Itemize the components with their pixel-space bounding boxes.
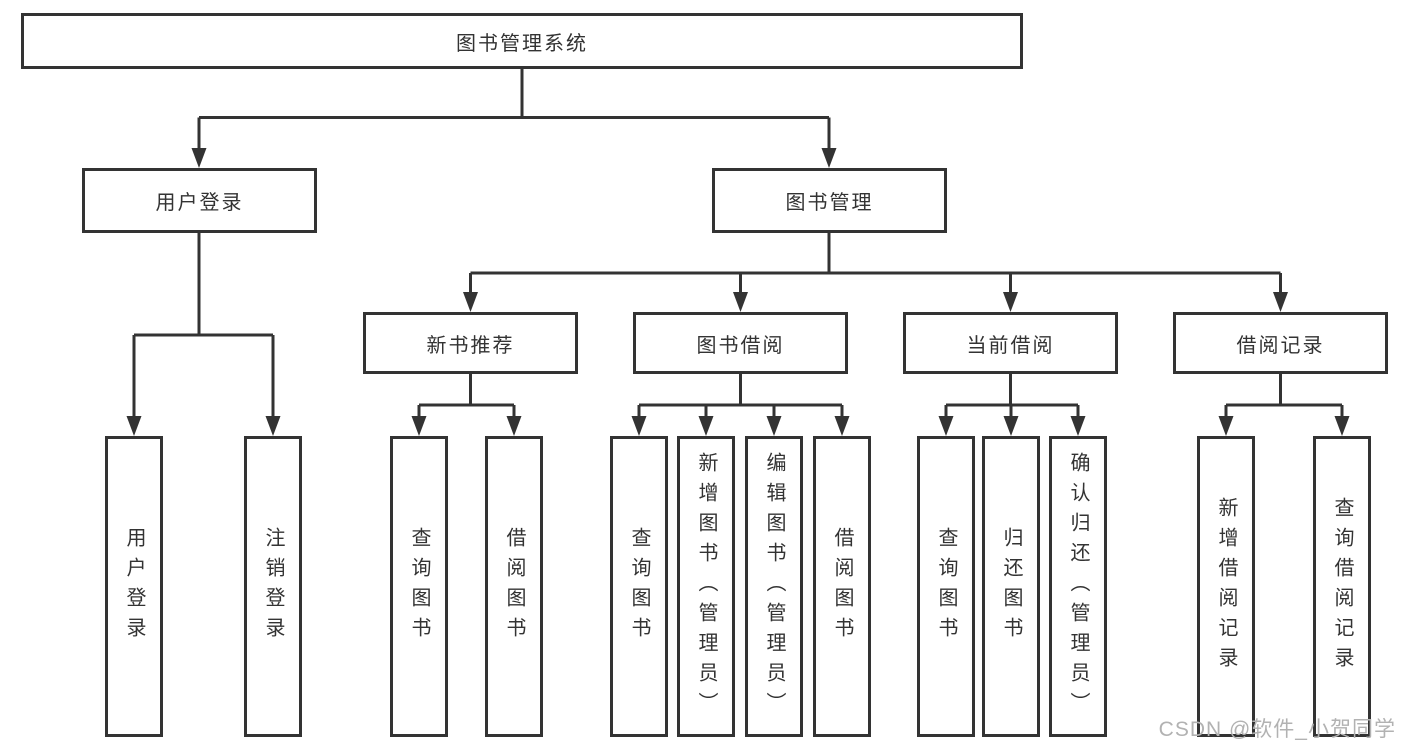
leaf-edit-books-admin-label: 编辑图书（管理员）	[763, 451, 785, 722]
leaf-recommend-query-books-label: 查询图书	[408, 526, 430, 647]
node-book-management: 图书管理	[712, 168, 947, 233]
node-current-borrowing: 当前借阅	[903, 312, 1118, 374]
leaf-confirm-return-admin-label: 确认归还（管理员）	[1067, 451, 1089, 722]
leaf-borrowing-query-books: 查询图书	[610, 436, 668, 737]
leaf-borrowing-borrow-books-label: 借阅图书	[831, 526, 853, 647]
node-library-system-label: 图书管理系统	[456, 32, 588, 55]
leaf-current-query-books-label: 查询图书	[935, 526, 957, 647]
leaf-add-books-admin-label: 新增图书（管理员）	[695, 451, 717, 722]
leaf-recommend-borrow-books-label: 借阅图书	[503, 526, 525, 647]
leaf-user-login-label: 用户登录	[123, 526, 145, 647]
leaf-add-books-admin: 新增图书（管理员）	[677, 436, 735, 737]
leaf-query-borrow-record: 查询借阅记录	[1313, 436, 1371, 737]
node-library-system: 图书管理系统	[21, 13, 1023, 69]
leaf-return-books-label: 归还图书	[1000, 526, 1022, 647]
leaf-logout: 注销登录	[244, 436, 302, 737]
leaf-return-books: 归还图书	[982, 436, 1040, 737]
leaf-edit-books-admin: 编辑图书（管理员）	[745, 436, 803, 737]
node-book-borrowing: 图书借阅	[633, 312, 848, 374]
leaf-recommend-borrow-books: 借阅图书	[485, 436, 543, 737]
leaf-add-borrow-record: 新增借阅记录	[1197, 436, 1255, 737]
node-user-login: 用户登录	[82, 168, 317, 233]
leaf-borrowing-borrow-books: 借阅图书	[813, 436, 871, 737]
node-book-borrowing-label: 图书借阅	[696, 334, 785, 357]
node-borrowing-records: 借阅记录	[1173, 312, 1388, 374]
node-new-book-recommend: 新书推荐	[363, 312, 578, 374]
node-user-login-label: 用户登录	[155, 192, 244, 214]
leaf-add-borrow-record-label: 新增借阅记录	[1215, 496, 1237, 677]
node-new-book-recommend-label: 新书推荐	[426, 334, 515, 357]
leaf-query-borrow-record-label: 查询借阅记录	[1331, 496, 1353, 677]
watermark: CSDN @软件_小贺同学	[1158, 718, 1396, 741]
node-current-borrowing-label: 当前借阅	[966, 334, 1055, 357]
leaf-current-query-books: 查询图书	[917, 436, 975, 737]
leaf-logout-label: 注销登录	[262, 526, 284, 647]
leaf-user-login: 用户登录	[105, 436, 163, 737]
leaf-borrowing-query-books-label: 查询图书	[628, 526, 650, 647]
node-borrowing-records-label: 借阅记录	[1236, 334, 1325, 357]
node-book-management-label: 图书管理	[785, 192, 874, 214]
leaf-confirm-return-admin: 确认归还（管理员）	[1049, 436, 1107, 737]
leaf-recommend-query-books: 查询图书	[390, 436, 448, 737]
